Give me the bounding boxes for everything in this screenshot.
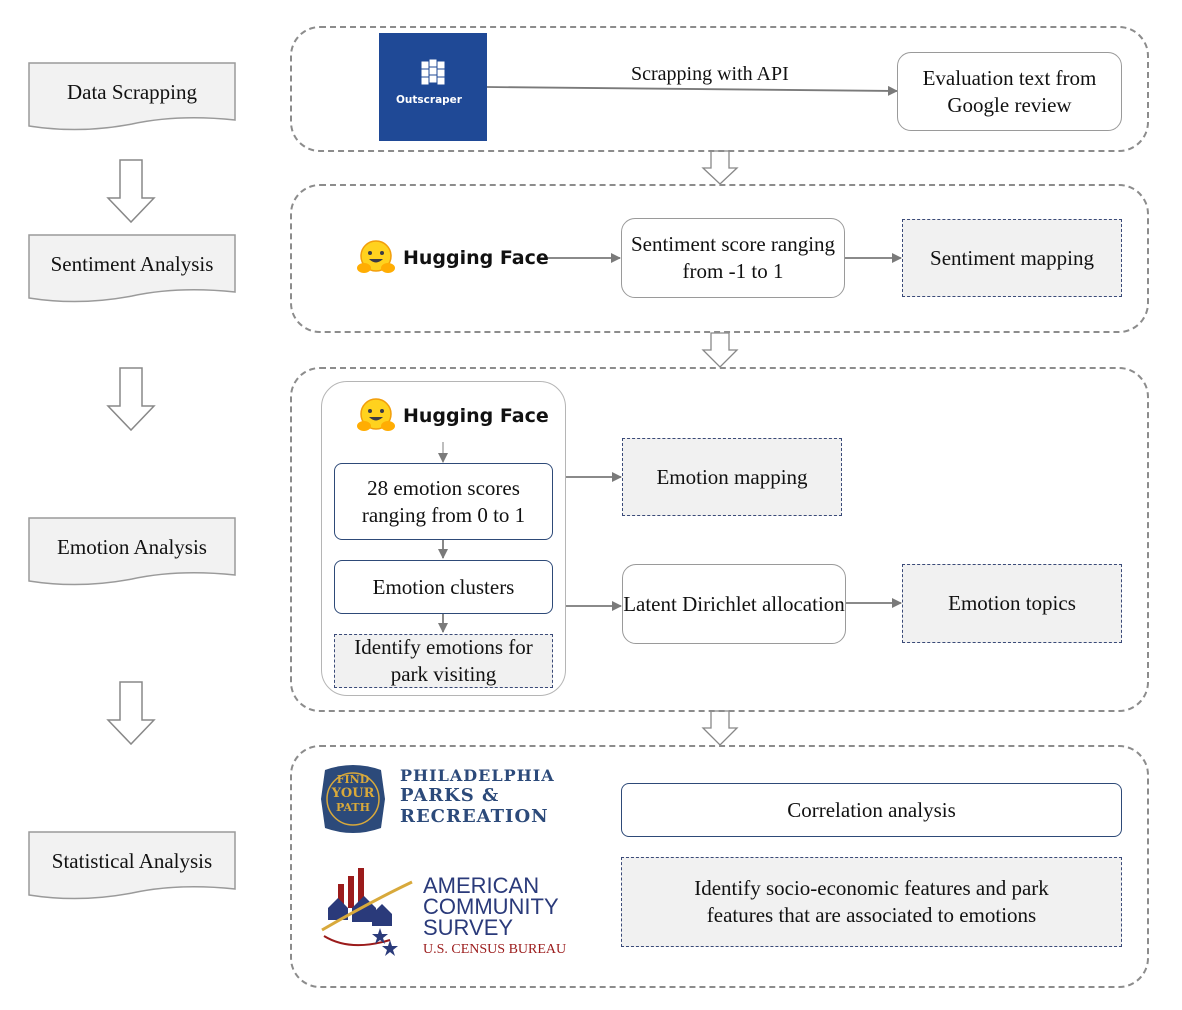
ppr-line-1: PHILADELPHIA (400, 766, 555, 785)
cube-icon (420, 58, 446, 86)
group-data-scrapping (290, 26, 1149, 152)
hugging-face-text: Hugging Face (403, 247, 549, 269)
stage-arrow-1 (106, 159, 156, 224)
stage-label: Emotion Analysis (57, 534, 207, 559)
badge-line-3: PATH (336, 801, 370, 814)
group-statistical-analysis (290, 745, 1149, 988)
stage-label: Sentiment Analysis (50, 251, 214, 276)
sentiment-mapping-box: Sentiment mapping (902, 219, 1122, 297)
sentiment-score-box: Sentiment score ranging from -1 to 1 (621, 218, 845, 298)
stage-shape (28, 831, 236, 900)
stage-shape (28, 62, 236, 131)
emotion-topics-box: Emotion topics (902, 564, 1122, 643)
badge-line-2: YOUR (331, 786, 375, 801)
stage-arrow-3 (106, 681, 156, 746)
acs-line-3: SURVEY (423, 915, 514, 940)
hugging-face-text: Hugging Face (403, 405, 549, 427)
hugging-face-icon (357, 240, 395, 273)
group-emotion-analysis (290, 367, 1149, 712)
find-your-path-badge (321, 765, 385, 833)
scrapping-edge-label: Scrapping with API (631, 63, 789, 85)
acs-line-2: COMMUNITY (423, 894, 559, 919)
acs-subtitle: U.S. CENSUS BUREAU (423, 942, 567, 957)
group-arrow-2 (701, 332, 739, 368)
emotion-scores-box: 28 emotion scores ranging from 0 to 1 (334, 463, 553, 540)
emotion-clusters-box: Emotion clusters (334, 560, 553, 614)
outscraper-logo: Outscraper (379, 33, 487, 141)
stage-shape (28, 234, 236, 303)
emotion-mapping-box: Emotion mapping (622, 438, 842, 516)
badge-line-1: FIND (336, 773, 370, 786)
hugging-face-icon (357, 398, 395, 431)
identify-emotions-box: Identify emotions for park visiting (334, 634, 553, 688)
ppr-line-3: RECREATION (400, 806, 549, 827)
stage-label: Data Scrapping (66, 79, 198, 104)
stage-arrow-2 (106, 367, 156, 432)
google-review-output: Evaluation text from Google review (897, 52, 1122, 131)
correlation-analysis-box: Correlation analysis (621, 783, 1122, 837)
emotion-model-container (321, 381, 566, 696)
badge-text: FIND YOUR PATH (317, 773, 389, 815)
group-arrow-3 (701, 710, 739, 746)
lda-box: Latent Dirichlet allocation (622, 564, 846, 644)
stage-shape (28, 517, 236, 586)
group-arrow-1 (701, 150, 739, 185)
arrow-scrape-to-output (486, 85, 898, 96)
acs-emblem-icon (321, 868, 413, 956)
identify-features-box: Identify socio-economic features and par… (621, 857, 1122, 947)
group-sentiment-analysis (290, 184, 1149, 333)
outscraper-logo-text: Outscraper (396, 94, 462, 106)
ppr-line-2: PARKS & (400, 785, 500, 806)
stage-label: Statistical Analysis (51, 848, 213, 873)
acs-line-1: AMERICAN (423, 873, 540, 898)
